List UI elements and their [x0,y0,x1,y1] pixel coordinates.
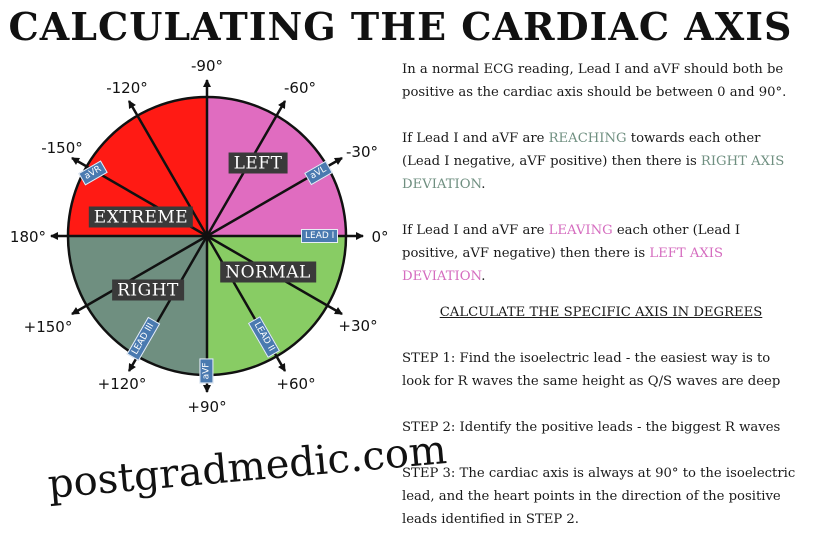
left-axis-deviation-highlight: LEFT AXIS DEVIATION [402,246,724,284]
normal-axis-paragraph: In a normal ECG reading, Lead I and aVF … [402,62,787,100]
axis-line-minus120 [127,100,209,237]
degree-label-minus60: -60° [284,79,316,97]
axis-line-150 [71,234,208,316]
degree-label-plus150: +150° [23,318,73,336]
degree-label-minus150: -150° [41,139,83,157]
step-2: STEP 2: Identify the positive leads - th… [402,420,781,435]
degree-label-plus120: +120° [97,375,147,393]
degree-label-0: 0° [371,228,389,246]
left-axis-paragraph: If Lead I and aVF are LEAVING each other… [402,223,741,284]
step-1: STEP 1: Find the isoelectric lead - the … [402,351,781,389]
degree-label-minus30: -30° [346,143,378,161]
section-heading: CALCULATE THE SPECIFIC AXIS IN DEGREES [439,305,763,320]
step-3: STEP 3: The cardiac axis is always at 90… [402,466,796,527]
page-title: CALCULATING THE CARDIAC AXIS [8,4,793,49]
region-label-normal: NORMAL [220,261,316,283]
degree-label-plus90: +90° [187,398,227,416]
region-label-extreme: EXTREME [88,206,194,228]
extreme-quadrant [68,97,207,236]
region-label-right: RIGHT [112,279,184,301]
leaving-highlight: LEAVING [548,223,613,238]
degree-label-minus90: -90° [191,57,223,75]
degree-label-minus120: -120° [106,79,148,97]
degree-label-180: 180° [9,228,47,246]
right-axis-paragraph: If Lead I and aVF are REACHING towards e… [402,131,785,192]
right-axis-deviation-highlight: RIGHT AXIS DEVIATION [402,154,785,192]
site-watermark: postgradmedic.com [46,427,449,508]
lead-badge-avf: aVF [199,358,214,384]
reaching-highlight: REACHING [548,131,627,146]
region-label-left: LEFT [228,152,288,174]
lead-badge-lead1: LEAD I [301,229,339,243]
right-quadrant [68,236,207,375]
degree-label-plus30: +30° [338,317,378,335]
degree-label-plus60: +60° [276,375,316,393]
cardiac-axis-diagram: -90° -120° -60° -150° -30° 180° 0° +150°… [0,50,400,430]
